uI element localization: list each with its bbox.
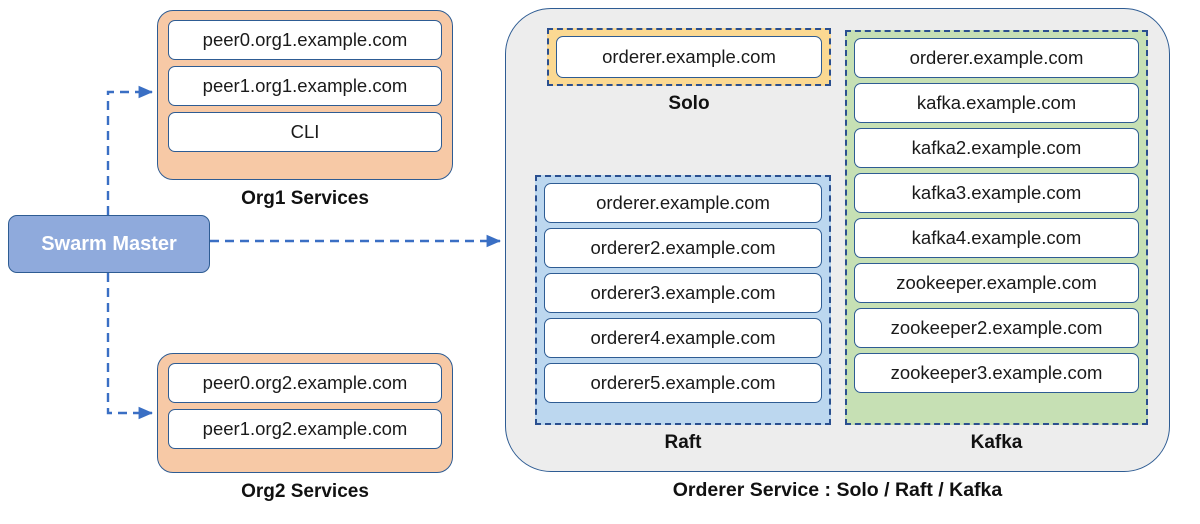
service-node[interactable]: orderer.example.com: [544, 183, 822, 223]
service-node[interactable]: CLI: [168, 112, 442, 152]
org2-services-caption: Org2 Services: [241, 481, 369, 502]
raft-caption: Raft: [664, 432, 702, 453]
service-node[interactable]: orderer5.example.com: [544, 363, 822, 403]
service-node[interactable]: orderer2.example.com: [544, 228, 822, 268]
connector-swarm-to-org1: [106, 85, 153, 215]
swarm-master-label: Swarm Master: [41, 232, 177, 255]
solo-consensus-group[interactable]: orderer.example.com: [547, 28, 831, 86]
service-node[interactable]: orderer.example.com: [854, 38, 1139, 78]
service-node[interactable]: orderer.example.com: [556, 36, 822, 78]
connector-swarm-to-org2: [106, 273, 153, 420]
raft-consensus-group[interactable]: orderer.example.com orderer2.example.com…: [535, 175, 831, 425]
service-node[interactable]: kafka.example.com: [854, 83, 1139, 123]
service-node[interactable]: peer1.org1.example.com: [168, 66, 442, 106]
service-node[interactable]: kafka3.example.com: [854, 173, 1139, 213]
service-node[interactable]: peer1.org2.example.com: [168, 409, 442, 449]
org2-services-group[interactable]: peer0.org2.example.com peer1.org2.exampl…: [157, 353, 453, 473]
solo-caption: Solo: [668, 93, 710, 114]
service-node[interactable]: peer0.org2.example.com: [168, 363, 442, 403]
service-node[interactable]: zookeeper3.example.com: [854, 353, 1139, 393]
org1-services-group[interactable]: peer0.org1.example.com peer1.org1.exampl…: [157, 10, 453, 180]
org1-services-caption: Org1 Services: [241, 188, 369, 209]
service-node[interactable]: peer0.org1.example.com: [168, 20, 442, 60]
kafka-consensus-group[interactable]: orderer.example.com kafka.example.com ka…: [845, 30, 1148, 425]
swarm-master-node[interactable]: Swarm Master: [8, 215, 210, 273]
service-node[interactable]: kafka2.example.com: [854, 128, 1139, 168]
service-node[interactable]: orderer4.example.com: [544, 318, 822, 358]
service-node[interactable]: zookeeper2.example.com: [854, 308, 1139, 348]
service-node[interactable]: orderer3.example.com: [544, 273, 822, 313]
service-node[interactable]: zookeeper.example.com: [854, 263, 1139, 303]
orderer-service-caption: Orderer Service : Solo / Raft / Kafka: [672, 479, 1003, 501]
kafka-caption: Kafka: [970, 432, 1023, 453]
service-node[interactable]: kafka4.example.com: [854, 218, 1139, 258]
